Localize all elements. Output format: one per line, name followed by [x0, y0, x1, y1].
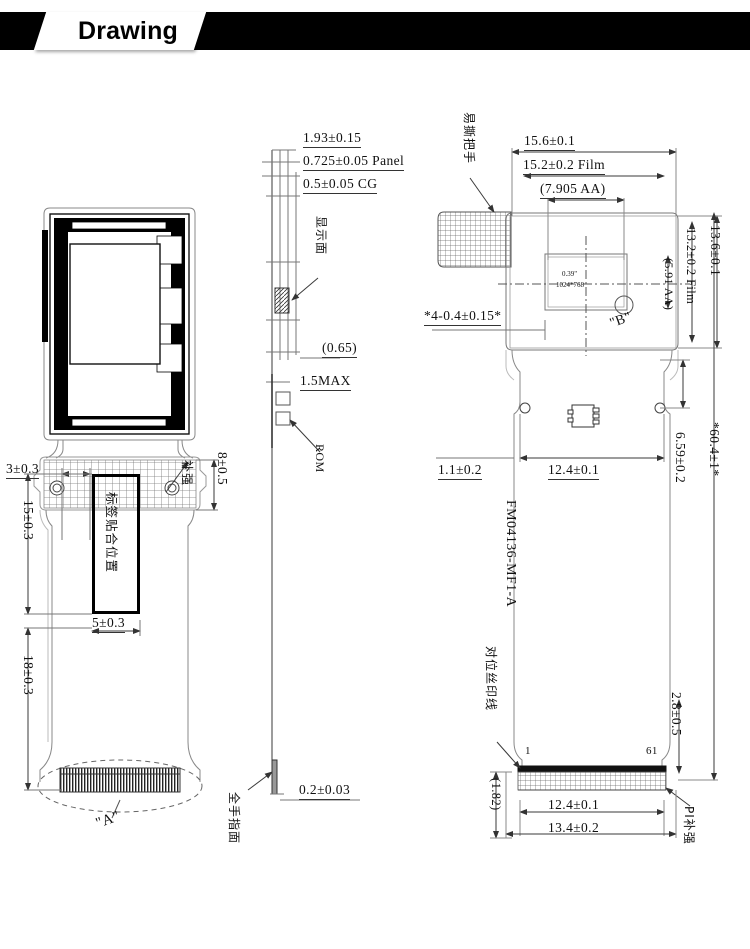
label-position-text: 标签贴合位置 — [104, 492, 119, 574]
dim-15-2-film: 15.2±0.2 Film — [523, 157, 605, 175]
dim-5-0-3: 5±0.3 — [92, 615, 126, 633]
annotation-finger-face: 全手指面 — [227, 792, 241, 845]
section-mark-b: "B" — [607, 309, 634, 332]
dim-star4-0-4: *4-0.4±0.15* — [424, 308, 502, 326]
annotation-display-face: 显示面 — [314, 216, 328, 256]
dim-1-82: (1.82) — [489, 778, 503, 811]
dim-8-0-5: 8±0.5 — [215, 452, 230, 486]
annotation-reinforce: 补强 — [180, 460, 194, 487]
dim-5-91-aa: (5.91 AA) — [662, 258, 676, 311]
model-number: FM04136-MF1-A — [503, 500, 518, 608]
dim-13-2-film: 13.2±0.2 Film — [684, 228, 698, 305]
dim-12-4-lower: 12.4±0.1 — [548, 797, 600, 812]
label-position-box — [92, 474, 140, 614]
dim-12-4-upper: 12.4±0.1 — [548, 462, 600, 480]
dim-1-5-max: 1.5MAX — [300, 373, 351, 391]
dim-0-65: (0.65) — [322, 340, 358, 358]
panel-resolution-text: 1024*768 — [556, 281, 584, 289]
dim-0-725-panel: 0.725±0.05 Panel — [303, 153, 405, 171]
annotation-silkscreen: 对位丝印线 — [484, 646, 498, 712]
annotation-rom: ROM — [313, 444, 327, 473]
pin-number-first: 1 — [525, 745, 531, 757]
dim-7-905-aa: (7.905 AA) — [540, 181, 606, 199]
dim-13-6: 13.6±0.1 — [708, 225, 723, 277]
dim-0-2: 0.2±0.03 — [299, 782, 351, 800]
dim-0-5-cg: 0.5±0.05 CG — [303, 176, 378, 194]
dim-18-0-3: 18±0.3 — [21, 655, 36, 696]
dim-15-0-3: 15±0.3 — [21, 500, 36, 541]
page-title: Drawing — [77, 16, 179, 45]
dim-2-8: 2.8±0.5 — [669, 692, 684, 736]
panel-size-text: 0.39" — [562, 270, 578, 278]
pin-number-last: 61 — [646, 745, 658, 757]
dim-6-59: 6.59±0.2 — [673, 432, 688, 484]
dim-3-0-3: 3±0.3 — [6, 461, 40, 479]
annotation-pi-reinforce: PI补强 — [682, 806, 696, 845]
annotation-tear-handle: 易撕把手 — [462, 112, 476, 165]
dim-1-93: 1.93±0.15 — [303, 130, 362, 148]
dim-60-4: *60.4±1* — [707, 422, 722, 477]
dim-1-1: 1.1±0.2 — [438, 462, 482, 480]
dim-15-6: 15.6±0.1 — [524, 133, 576, 151]
section-mark-a: "A" — [93, 808, 123, 832]
dim-13-4: 13.4±0.2 — [548, 820, 600, 835]
